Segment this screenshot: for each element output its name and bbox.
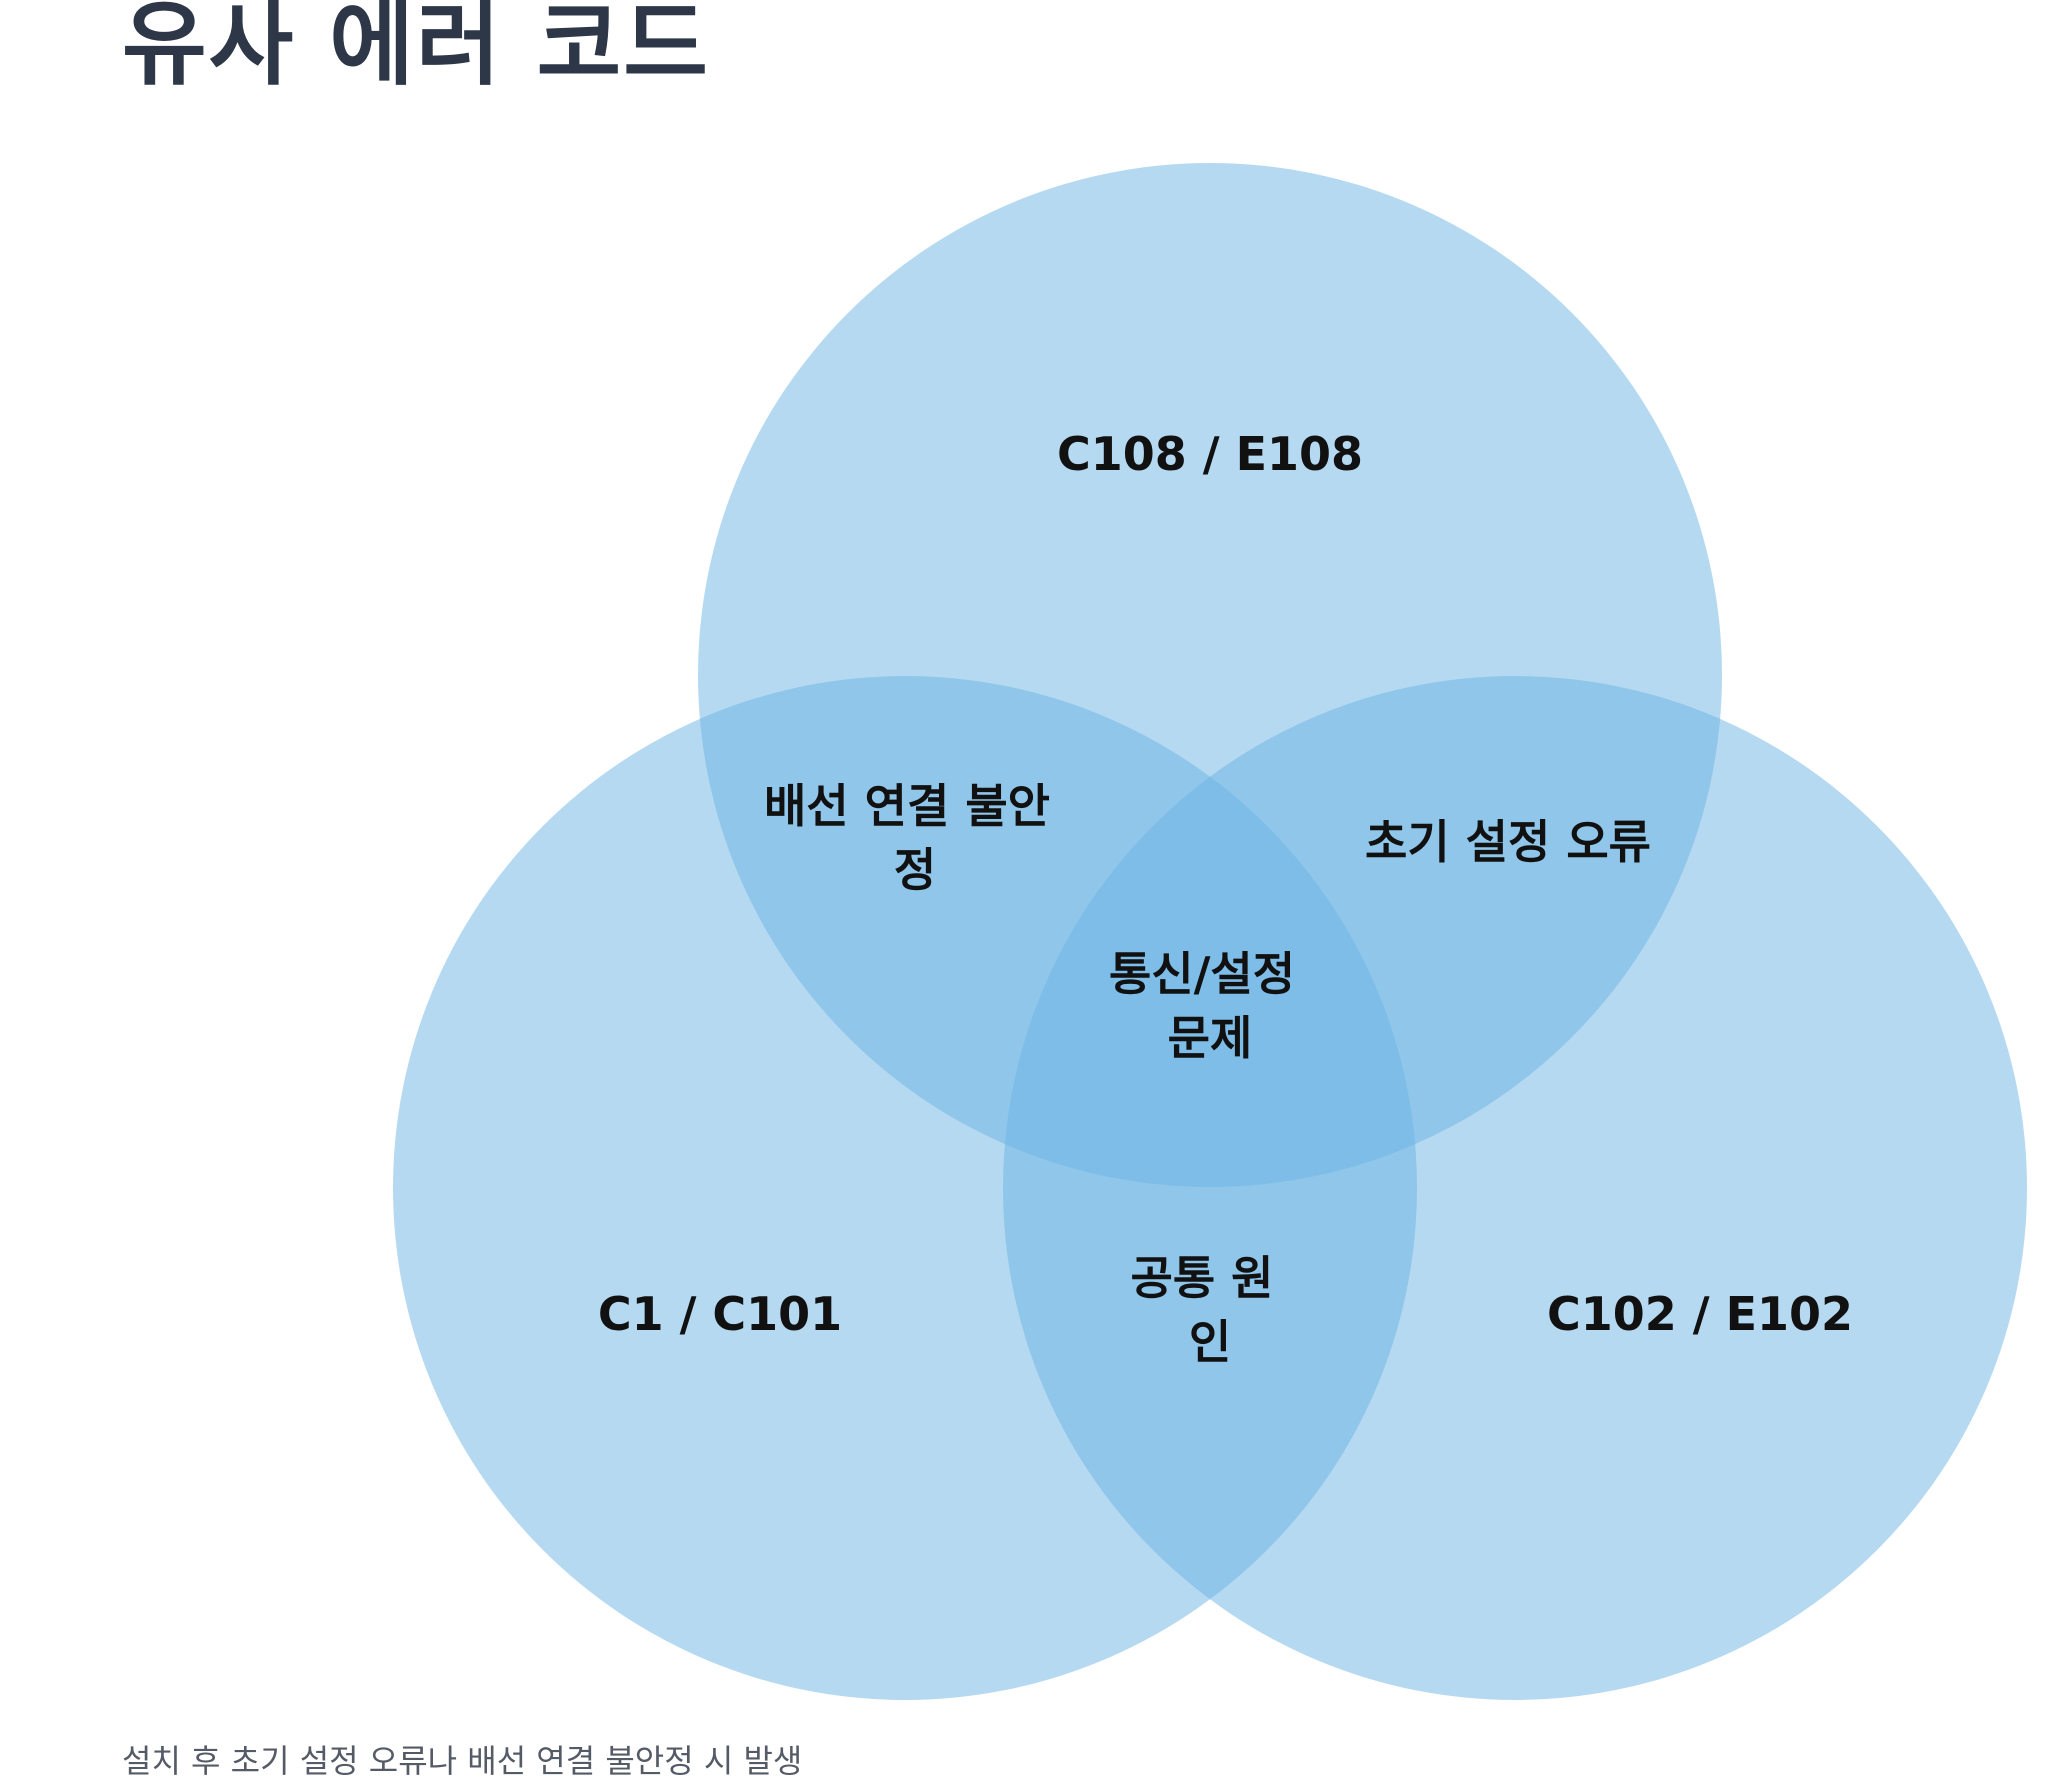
venn-circle-right — [1003, 676, 2027, 1700]
overlap-label-top-left-line-1: 배선 연결 불안 — [764, 779, 1050, 833]
set-label-left: C1 / C101 — [598, 1287, 842, 1341]
footnote: 설치 후 초기 설정 오류나 배선 연결 불안정 시 발생 — [122, 1742, 803, 1780]
overlap-label-all-line-2: 문제 — [1168, 1011, 1253, 1065]
overlap-label-top-right: 초기 설정 오류 — [1365, 815, 1651, 869]
overlap-label-all: 통신/설정 문제 — [1109, 947, 1311, 1065]
set-label-top: C108 / E108 — [1057, 427, 1363, 481]
page-title: 유사 에러 코드 — [122, 0, 710, 98]
overlap-label-left-right: 공통 원 인 — [1131, 1251, 1290, 1369]
venn-diagram: C108 / E108 C1 / C101 C102 / E102 배선 연결 … — [393, 163, 2027, 1700]
set-label-right: C102 / E102 — [1547, 1287, 1853, 1341]
overlap-label-left-right-line-2: 인 — [1189, 1315, 1231, 1369]
overlap-label-top-left: 배선 연결 불안 정 — [764, 779, 1066, 897]
overlap-label-all-line-1: 통신/설정 — [1109, 947, 1295, 1001]
overlap-label-top-left-line-2: 정 — [894, 843, 936, 897]
overlap-label-left-right-line-1: 공통 원 — [1131, 1251, 1274, 1305]
